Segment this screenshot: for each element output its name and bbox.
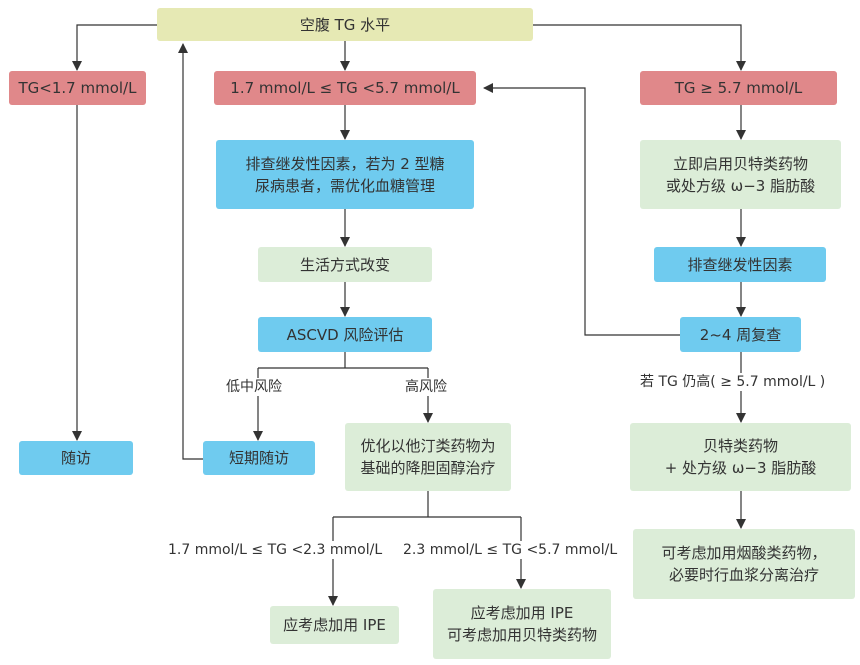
node-ipe: 应考虑加用 IPE [270,606,399,644]
node-fasting-tg: 空腹 TG 水平 [157,8,533,41]
branch-ascvd [258,352,428,369]
node-ascvd: ASCVD 风险评估 [258,317,432,352]
node-statin: 优化以他汀类药物为 基础的降胆固醇治疗 [345,423,511,491]
label-tg-range-a: 1.7 mmol/L ≤ TG <2.3 mmol/L [168,541,383,559]
label-still-high: 若 TG 仍高( ≥ 5.7 mmol/L ) [640,373,826,391]
node-ipe-fibrate: 应考虑加用 IPE 可考虑加用贝特类药物 [433,589,611,659]
arrow-short-followup-back-to-top [178,43,203,460]
arrow-top-to-low [72,24,157,71]
label-low-mid-risk: 低中风险 [226,378,282,396]
label-high-risk: 高风险 [405,378,447,396]
node-fibrate-start: 立即启用贝特类药物 或处方级 ω−3 脂肪酸 [640,140,841,209]
node-screen-secondary-diabetes: 排查继发性因素，若为 2 型糖 尿病患者，需优化血糖管理 [216,140,474,209]
node-tg-low: TG<1.7 mmol/L [9,71,146,105]
arrow-top-to-high [533,24,746,71]
node-follow-up: 随访 [19,441,133,475]
node-lifestyle: 生活方式改变 [258,247,432,282]
label-tg-range-b: 2.3 mmol/L ≤ TG <5.7 mmol/L [403,541,618,559]
node-tg-high: TG ≥ 5.7 mmol/L [640,71,837,105]
node-screen-secondary: 排查继发性因素 [654,247,826,282]
branch-statin [333,491,521,518]
node-fibrate-omega: 贝特类药物 + 处方级 ω−3 脂肪酸 [630,423,851,491]
node-recheck: 2~4 周复查 [680,317,801,352]
node-niacin: 可考虑加用烟酸类药物， 必要时行血浆分离治疗 [633,529,855,599]
node-tg-mid: 1.7 mmol/L ≤ TG <5.7 mmol/L [214,71,476,105]
arrow-recheck-back-to-mid [483,83,680,336]
node-short-follow-up: 短期随访 [203,441,315,475]
